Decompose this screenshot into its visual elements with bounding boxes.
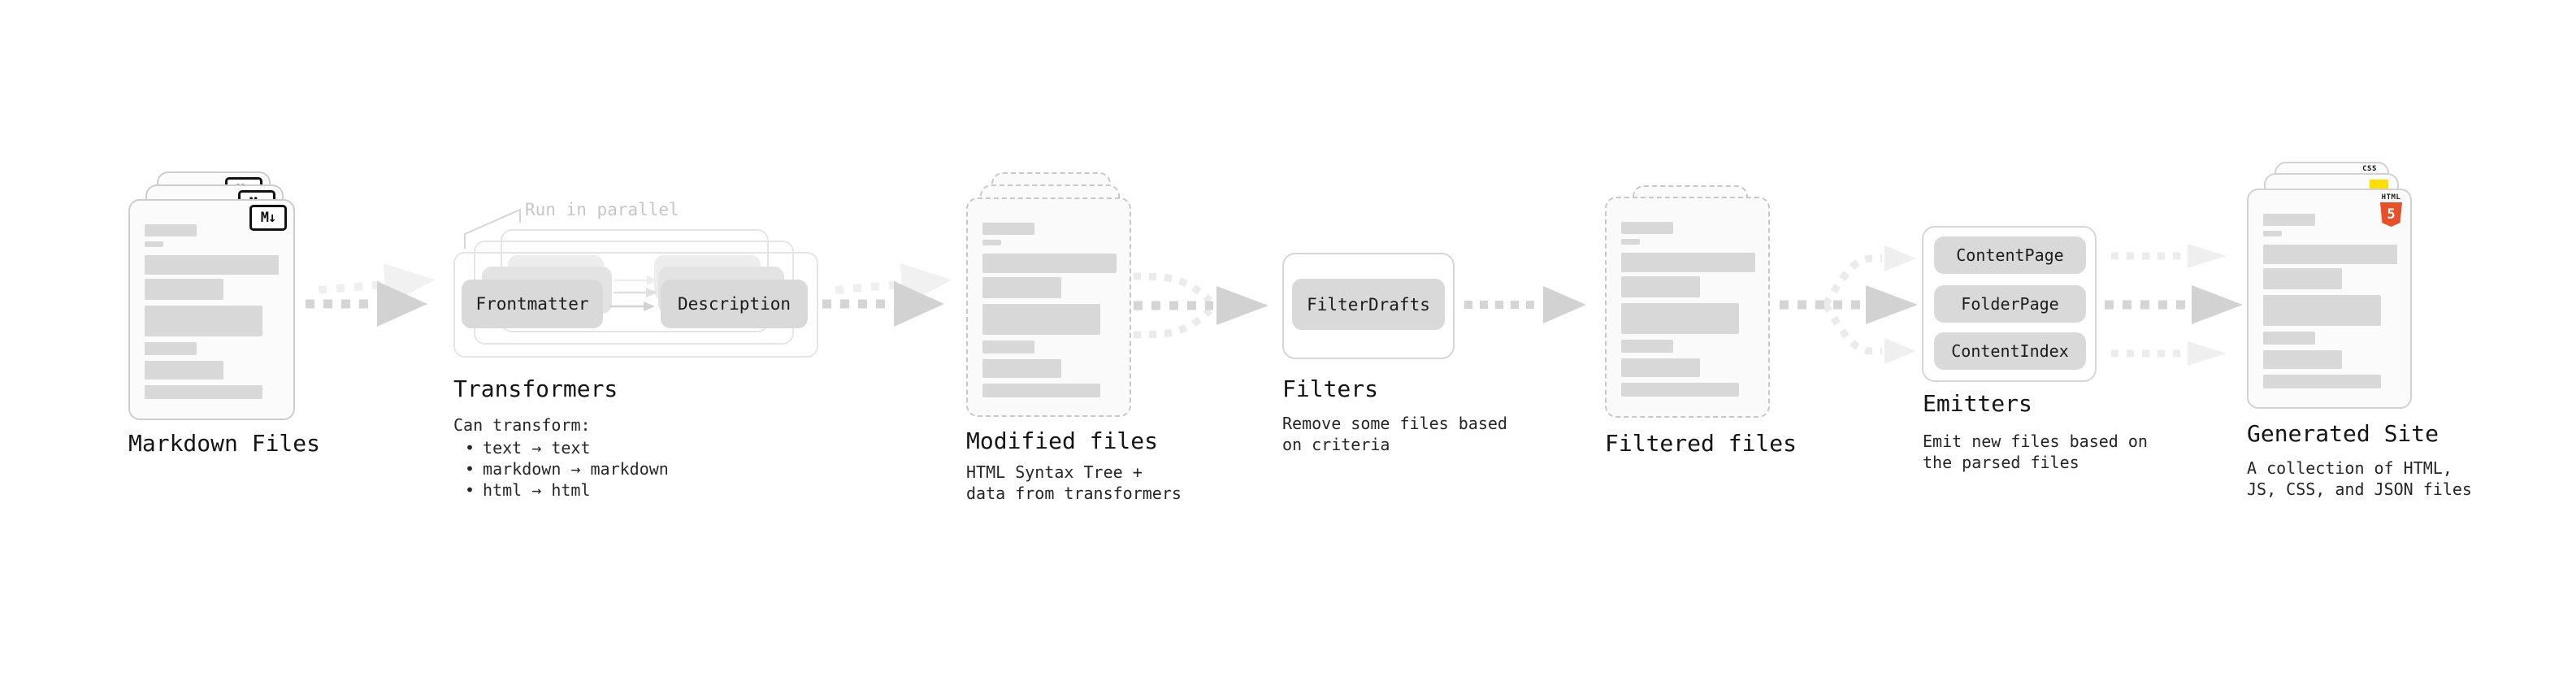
generated-site-desc: A collection of HTML, JS, CSS, and JSON … <box>2247 458 2472 499</box>
transform-bullet-text: html → html <box>483 480 591 500</box>
transformer-frontmatter-pill: Frontmatter <box>462 280 603 328</box>
modified-files-title: Modified files <box>966 427 1159 454</box>
flow-arrow-icon <box>306 262 436 327</box>
markdown-files-label: Markdown Files <box>128 430 321 457</box>
emitter-contentindex-pill: ContentIndex <box>1934 332 2086 370</box>
filter-filterdrafts-pill: FilterDrafts <box>1292 279 1445 330</box>
bullet-icon: • <box>465 438 475 458</box>
run-in-parallel-note: Run in parallel <box>525 200 679 219</box>
javascript-icon <box>2370 180 2388 190</box>
transform-bullet-text: text → text <box>483 438 591 458</box>
document-text-placeholder <box>145 224 282 410</box>
transform-bullet: • markdown → markdown <box>465 458 669 479</box>
document-text-placeholder <box>982 223 1118 407</box>
flow-arrow-icon <box>1464 286 1586 323</box>
emitter-folderpage-pill: FolderPage <box>1934 285 2086 323</box>
transformers-title: Transformers <box>453 375 618 402</box>
transform-bullet: • text → text <box>465 437 669 458</box>
bullet-icon: • <box>465 480 475 500</box>
transformer-layer-front <box>453 252 818 358</box>
emitter-contentpage-pill: ContentPage <box>1934 236 2086 274</box>
generated-site-title: Generated Site <box>2247 420 2439 447</box>
markdown-icon: M↓ <box>249 205 287 231</box>
transformer-description-pill: Description <box>661 280 808 328</box>
document-text-placeholder <box>1621 222 1757 408</box>
filters-title: Filters <box>1282 375 1379 402</box>
markdown-file-card-front: M↓ <box>128 199 295 420</box>
transform-bullet: • html → html <box>465 479 669 501</box>
mini-arrow-icon <box>609 301 655 311</box>
bullet-icon: • <box>465 459 475 479</box>
document-text-placeholder <box>2263 214 2399 399</box>
html-file-card: HTML 5 <box>2247 189 2412 409</box>
html5-icon: HTML 5 <box>2380 193 2402 227</box>
merge-arrow-icon <box>1133 272 1268 339</box>
transformers-bullet-list: • text → text • markdown → markdown • ht… <box>465 437 669 501</box>
callout-line-icon <box>464 208 521 249</box>
transform-bullet-text: markdown → markdown <box>483 459 669 479</box>
fanout-arrow-icon <box>1780 245 1918 364</box>
modified-file-card-front <box>966 197 1131 417</box>
mini-arrow-icon <box>614 275 658 285</box>
transformers-desc-lead: Can transform: <box>453 415 591 435</box>
flow-arrow-icon <box>822 262 952 327</box>
filtered-files-label: Filtered files <box>1605 430 1798 457</box>
emitters-title: Emitters <box>1923 390 2032 417</box>
filters-desc: Remove some files based on criteria <box>1282 414 1507 454</box>
emitters-desc: Emit new files based on the parsed files <box>1923 432 2148 472</box>
filtered-file-card-front <box>1605 197 1770 418</box>
triple-arrow-icon <box>2105 244 2243 366</box>
mini-arrow-icon <box>614 288 657 297</box>
modified-files-desc: HTML Syntax Tree + data from transformer… <box>966 462 1182 503</box>
